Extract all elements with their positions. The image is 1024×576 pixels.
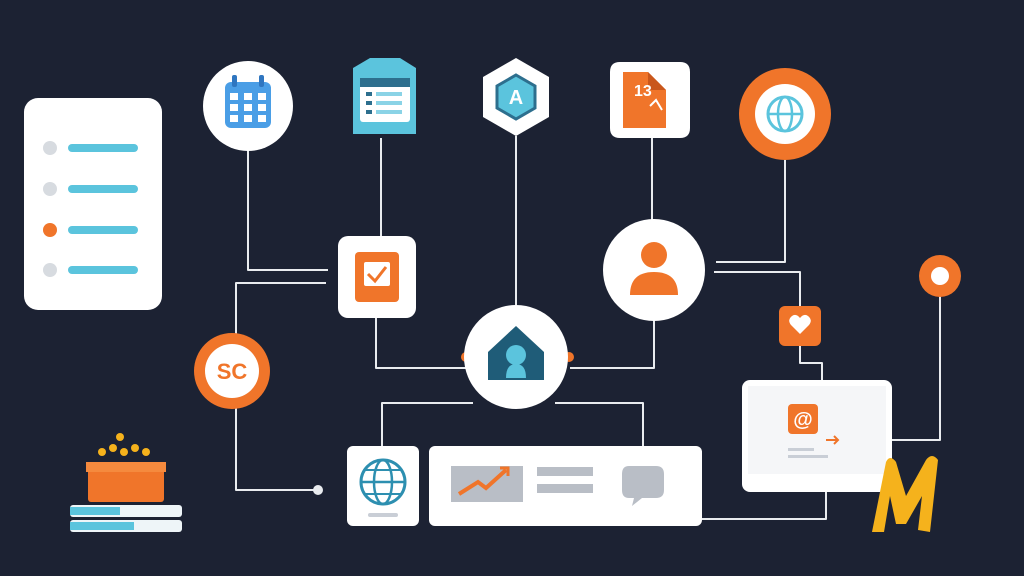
- email-icon: @: [742, 380, 892, 492]
- list-panel-icon: [24, 98, 162, 310]
- chat-bubble-icon: [622, 466, 664, 506]
- letter-m-logo: [872, 456, 938, 532]
- user-icon: [603, 219, 705, 321]
- document-number: 13: [634, 83, 652, 100]
- email-symbol: @: [793, 409, 813, 431]
- hexagon-letter: A: [509, 87, 523, 109]
- checklist-icon: [338, 236, 416, 318]
- stacked-books-icon: [70, 433, 182, 532]
- numbered-document-icon: 13: [610, 62, 690, 138]
- connector-node: [313, 485, 323, 495]
- heart-icon: [779, 306, 821, 346]
- browser-window-icon: [353, 58, 416, 134]
- target-icon: [919, 255, 961, 297]
- globe-icon: [739, 68, 831, 160]
- connector-lines: [235, 136, 941, 520]
- globe-tablet-icon: [347, 446, 419, 526]
- home-hub-icon: [461, 305, 574, 409]
- hexagon-a-icon: A: [483, 58, 549, 136]
- sc-badge: SC: [194, 333, 270, 409]
- calendar-icon: [203, 61, 293, 151]
- sc-badge-text: SC: [217, 359, 248, 384]
